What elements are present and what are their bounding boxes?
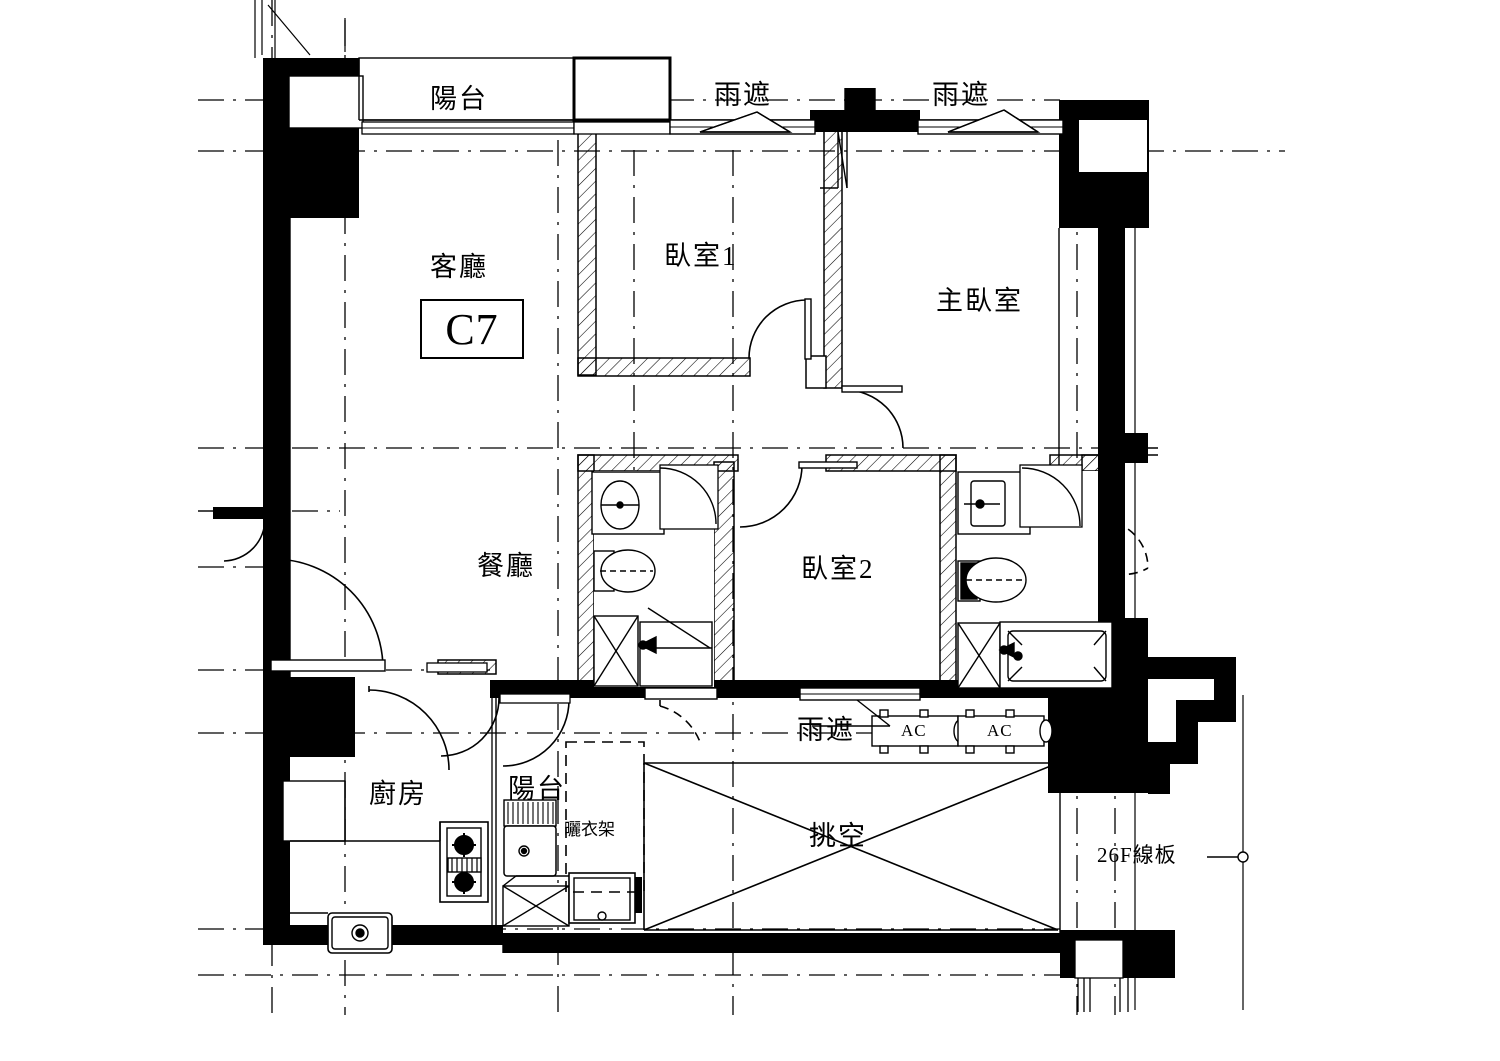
room-label-bedroom1: 臥室1 bbox=[664, 241, 738, 271]
top-window-wall-band bbox=[288, 56, 1147, 172]
canopy-leader-lines bbox=[699, 88, 1041, 189]
void-hatch-cross bbox=[643, 762, 1059, 931]
annotation-canopy-top-right: 雨遮 bbox=[932, 80, 990, 110]
room-label-work-balcony: 陽台 bbox=[508, 774, 566, 804]
bath-guest bbox=[591, 464, 719, 687]
annotation-slab-note: 26F線板 bbox=[1097, 843, 1177, 867]
bath-master bbox=[957, 464, 1113, 689]
unit-code-box: C7 bbox=[420, 299, 524, 359]
misc-thin-detail bbox=[426, 662, 1129, 1012]
work-balcony-fixtures bbox=[502, 741, 645, 927]
room-label-living: 客廳 bbox=[430, 252, 488, 282]
bottom-windows-canopy bbox=[644, 687, 921, 727]
kitchen-fixtures bbox=[282, 780, 489, 954]
annotation-drying-rack: 曬衣架 bbox=[564, 820, 615, 839]
room-label-void: 挑空 bbox=[809, 821, 867, 851]
ac-units bbox=[871, 709, 1053, 754]
room-label-bedroom2: 臥室2 bbox=[801, 554, 875, 584]
annotation-canopy-top-left: 雨遮 bbox=[714, 80, 772, 110]
equipment-label-ac-2: AC bbox=[987, 721, 1013, 740]
room-label-kitchen: 廚房 bbox=[369, 779, 427, 809]
room-label-front-balcony: 陽台 bbox=[430, 84, 488, 114]
unit-code-label: C7 bbox=[445, 304, 499, 354]
equipment-label-ac-1: AC bbox=[901, 721, 927, 740]
slab-leader bbox=[1207, 851, 1249, 863]
room-label-master-bedroom: 主臥室 bbox=[936, 286, 1023, 316]
annotation-canopy-bottom: 雨遮 bbox=[797, 715, 855, 745]
room-label-dining: 餐廳 bbox=[477, 551, 535, 581]
